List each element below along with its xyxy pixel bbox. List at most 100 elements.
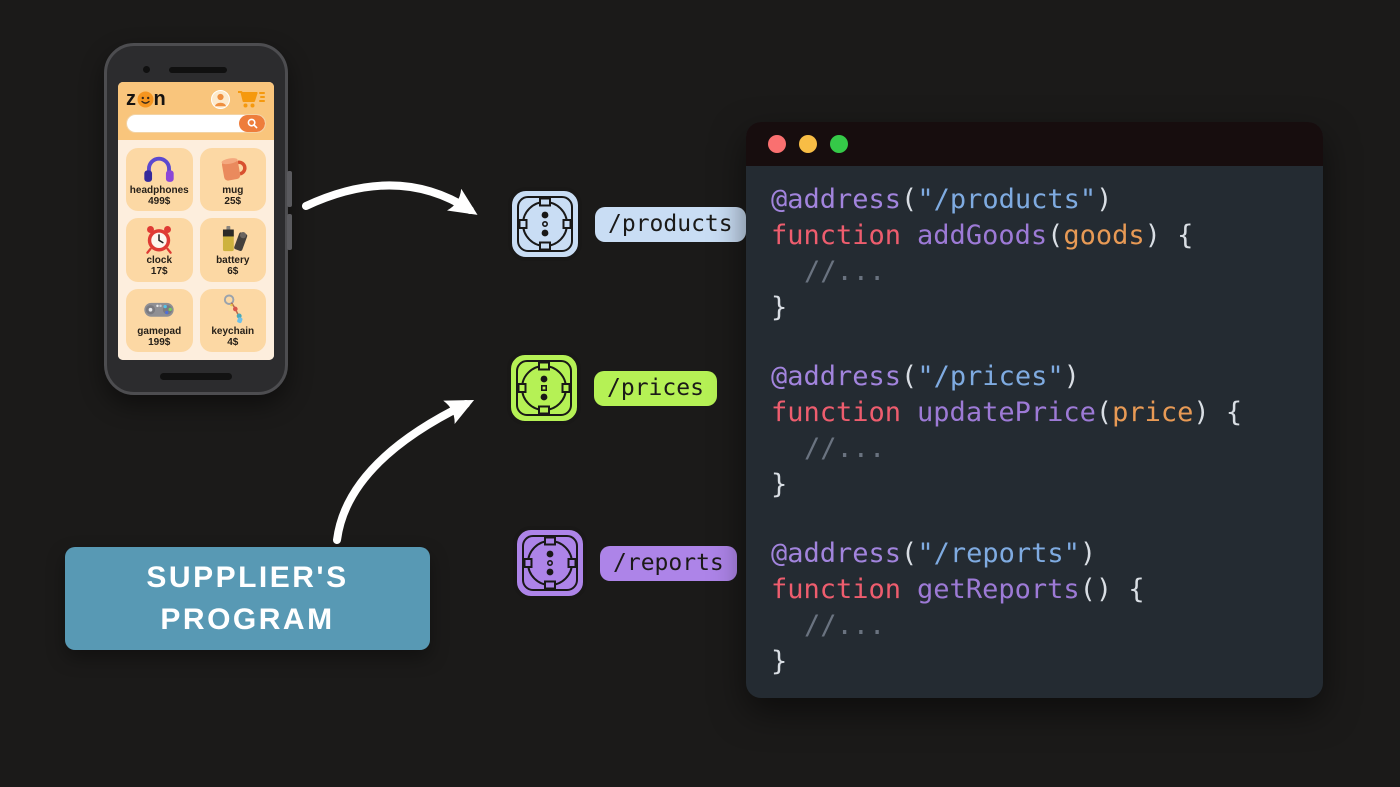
product-price: 499$ xyxy=(148,196,171,208)
product-price: 6$ xyxy=(227,266,239,278)
phone-speaker xyxy=(169,67,227,73)
code-line: } xyxy=(771,290,1323,326)
supplier-line1: SUPPLIER'S xyxy=(146,560,349,594)
comment-token: //... xyxy=(804,433,886,464)
endpoint-products: /products xyxy=(507,186,746,262)
code-line: @address("/prices") xyxy=(771,359,1323,395)
string-token: "/reports" xyxy=(917,538,1080,569)
decorator-token: @address xyxy=(771,361,902,392)
product-price: 17$ xyxy=(150,266,168,278)
endpoint-label-reports: /reports xyxy=(600,545,737,581)
product-price: 25$ xyxy=(224,196,242,208)
product-tile-battery[interactable]: battery 6$ xyxy=(199,218,266,282)
endpoint-label-prices: /prices xyxy=(594,370,717,406)
close-window-icon[interactable] xyxy=(768,135,786,153)
product-grid: headphones 499$ mug 25$ xyxy=(118,140,274,360)
product-price: 4$ xyxy=(227,336,239,348)
code-line: function addGoods(goods) { xyxy=(771,218,1323,254)
logo-text-z: z xyxy=(126,88,137,110)
gamepad-icon xyxy=(144,302,174,317)
code-line: @address("/products") xyxy=(771,182,1323,218)
alarm-clock-icon xyxy=(146,226,172,255)
app-logo: z n xyxy=(126,89,166,109)
punct-token: } xyxy=(771,292,788,323)
supplier-program-box: SUPPLIER'S PROGRAM xyxy=(65,547,430,650)
decorator-token: @address xyxy=(771,184,902,215)
punct-token: ( xyxy=(1095,397,1113,428)
window-titlebar xyxy=(746,122,1323,166)
minimize-window-icon[interactable] xyxy=(799,135,817,153)
punct-token: ) xyxy=(1079,538,1097,569)
param-token: price xyxy=(1112,397,1194,428)
punct-token: } xyxy=(771,646,788,677)
smiley-o-icon xyxy=(137,91,153,108)
keyword-token: function xyxy=(771,574,902,605)
comment-token: //... xyxy=(804,610,886,641)
phone-camera-dot xyxy=(143,66,150,73)
shop-app-screen: z n xyxy=(118,82,274,360)
product-name: gamepad xyxy=(137,325,182,337)
code-line: } xyxy=(771,467,1323,503)
endpoint-label-products: /products xyxy=(595,206,746,242)
battery-icon xyxy=(222,226,247,252)
keychain-icon xyxy=(223,294,243,323)
product-tile-gamepad[interactable]: gamepad 199$ xyxy=(126,288,193,352)
punct-token: } xyxy=(771,469,788,500)
function-name-token: addGoods xyxy=(917,220,1048,251)
code-line: function getReports() { xyxy=(771,572,1323,608)
supplier-line2: PROGRAM xyxy=(160,602,335,636)
power-socket-icon xyxy=(508,187,582,261)
string-token: "/products" xyxy=(917,184,1097,215)
zoom-window-icon[interactable] xyxy=(830,135,848,153)
product-name: keychain xyxy=(211,325,255,337)
arrow-supplier-to-prices xyxy=(333,400,475,544)
string-token: "/prices" xyxy=(917,361,1064,392)
product-tile-mug[interactable]: mug 25$ xyxy=(199,148,266,212)
function-name-token: getReports xyxy=(917,574,1080,605)
code-line: //... xyxy=(771,608,1323,644)
search-button[interactable] xyxy=(239,115,265,132)
code-line: @address("/reports") xyxy=(771,536,1323,572)
product-name: clock xyxy=(146,255,173,267)
phone-mockup: z n xyxy=(104,43,292,395)
punct-token: ( xyxy=(1079,574,1096,605)
punct-token: ( xyxy=(901,538,918,569)
product-tile-headphones[interactable]: headphones 499$ xyxy=(126,148,193,212)
endpoint-reports: /reports xyxy=(512,525,737,601)
punct-token: ) { xyxy=(1144,220,1194,251)
comment-token: //... xyxy=(804,256,886,287)
phone-side-button xyxy=(287,171,292,207)
punct-token: ( xyxy=(901,361,918,392)
search-input[interactable] xyxy=(126,114,266,133)
punct-token: ) { xyxy=(1095,574,1145,605)
code-line: } xyxy=(771,644,1323,680)
user-avatar-icon[interactable] xyxy=(211,89,230,109)
power-socket-icon xyxy=(513,526,587,600)
punct-token: ( xyxy=(901,184,918,215)
phone-side-button xyxy=(287,214,292,250)
code-line: //... xyxy=(771,254,1323,290)
shopping-cart-icon[interactable] xyxy=(236,89,266,109)
arrow-phone-to-products xyxy=(302,181,478,215)
keyword-token: function xyxy=(771,220,902,251)
product-price: 199$ xyxy=(148,336,171,348)
param-token: goods xyxy=(1063,220,1145,251)
product-tile-keychain[interactable]: keychain 4$ xyxy=(199,288,266,352)
product-name: battery xyxy=(216,255,250,267)
logo-text-n: n xyxy=(153,88,167,110)
magnifier-icon xyxy=(247,118,257,129)
punct-token: ) xyxy=(1063,361,1080,392)
keyword-token: function xyxy=(771,397,902,428)
decorator-token: @address xyxy=(771,538,902,569)
product-name: mug xyxy=(222,185,244,197)
punct-token: ) xyxy=(1096,184,1113,215)
function-name-token: updatePrice xyxy=(917,397,1096,428)
punct-token: ( xyxy=(1047,220,1064,251)
product-tile-clock[interactable]: clock 17$ xyxy=(126,218,193,282)
